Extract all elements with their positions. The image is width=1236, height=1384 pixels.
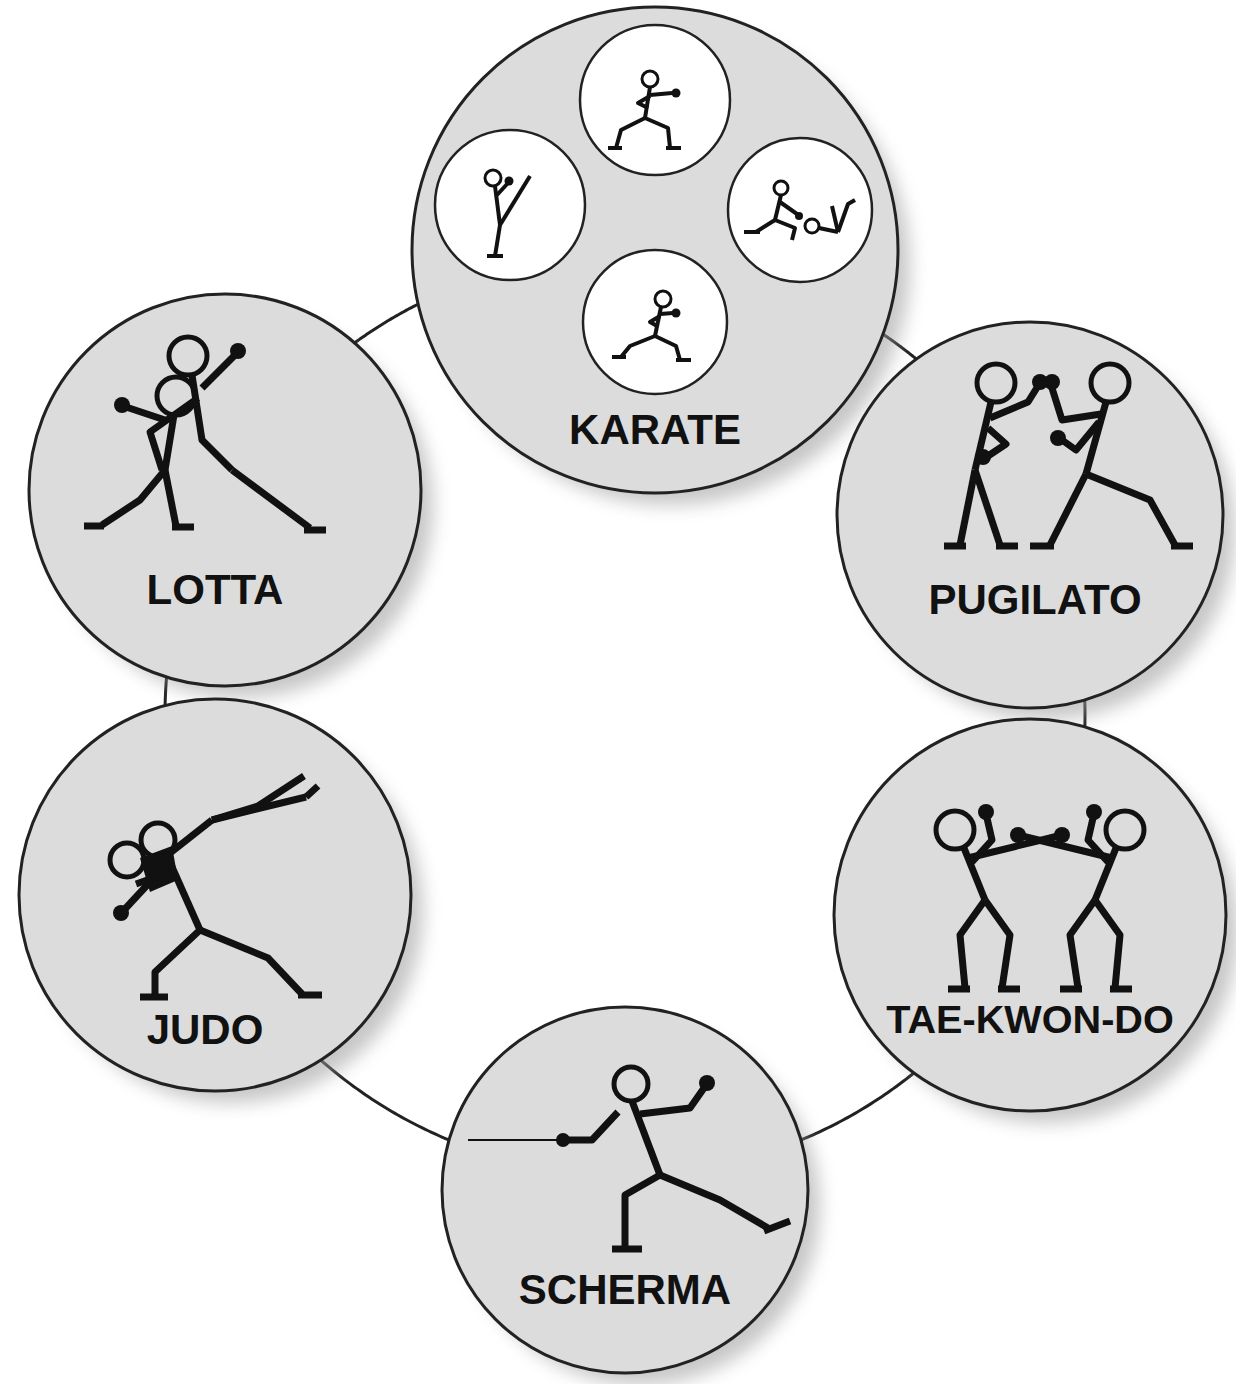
label-group: PUGILATO bbox=[928, 578, 1141, 622]
label-group: TAE-KWON-DO bbox=[886, 999, 1174, 1041]
label-group: KARATE bbox=[569, 408, 741, 452]
circle-outline bbox=[832, 717, 1228, 1113]
circle-fill bbox=[412, 7, 898, 493]
sport-label: SCHERMA bbox=[519, 1268, 731, 1312]
sport-label: KARATE bbox=[569, 408, 741, 452]
circle-outline bbox=[440, 1005, 810, 1375]
circle-fill bbox=[837, 322, 1223, 708]
sport-label: LOTTA bbox=[147, 568, 284, 612]
circle-fill bbox=[442, 1007, 808, 1373]
sport-circle: KARATE bbox=[410, 5, 900, 495]
circle-outline bbox=[27, 292, 423, 688]
sport-circle: JUDO bbox=[17, 697, 413, 1093]
sport-label: PUGILATO bbox=[928, 578, 1141, 622]
ring-segment bbox=[321, 1060, 449, 1140]
ring-segment bbox=[355, 304, 419, 343]
sport-circle: LOTTA bbox=[27, 292, 423, 688]
circle-outline bbox=[835, 320, 1225, 710]
sport-circle: PUGILATO bbox=[835, 320, 1225, 710]
sport-circle: TAE-KWON-DO bbox=[832, 717, 1228, 1113]
sport-label: TAE-KWON-DO bbox=[886, 999, 1174, 1041]
circle-fill bbox=[19, 699, 411, 1091]
sport-label: JUDO bbox=[147, 1008, 264, 1052]
label-group: SCHERMA bbox=[519, 1268, 731, 1312]
circle-fill bbox=[29, 294, 421, 686]
sport-circle: SCHERMA bbox=[440, 1005, 810, 1375]
label-group: JUDO bbox=[147, 1008, 264, 1052]
label-group: LOTTA bbox=[147, 568, 284, 612]
circle-fill bbox=[834, 719, 1226, 1111]
ring-segment bbox=[801, 1073, 914, 1140]
